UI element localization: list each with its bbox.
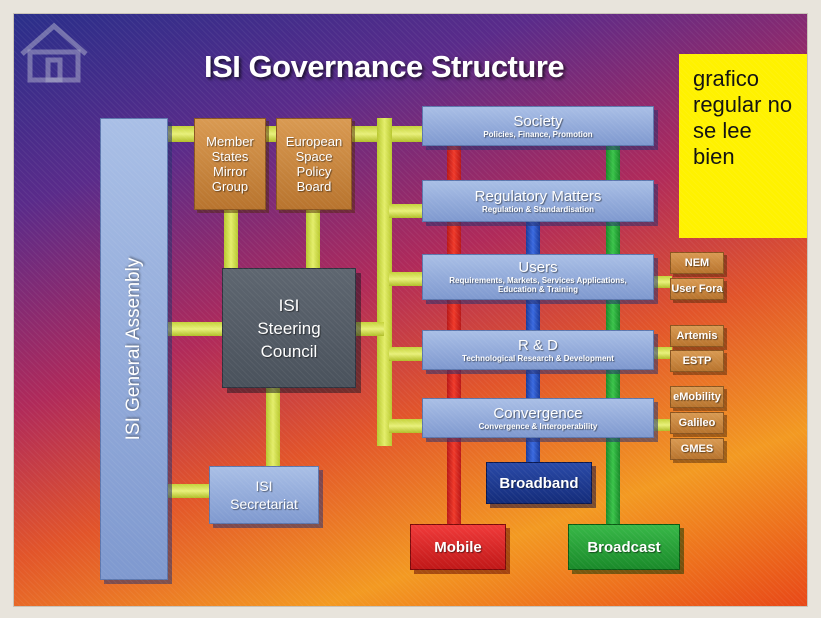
connector-convergence-side <box>654 419 672 431</box>
channel-green-2 <box>606 219 620 255</box>
connector-vertical-main <box>377 118 392 446</box>
broadcast-box: Broadcast <box>568 524 680 570</box>
connector-council-to-secretariat <box>266 386 280 478</box>
channel-red-2 <box>447 219 461 255</box>
pillar-society-title: Society <box>513 112 563 130</box>
general-assembly-label: ISI General Assembly <box>123 257 144 441</box>
connector-to-rd <box>389 347 427 361</box>
pillar-society: Society Policies, Finance, Promotion <box>422 106 654 146</box>
connector-council-to-bus <box>354 322 384 336</box>
side-box-nem: NEM <box>670 252 724 274</box>
pillar-convergence-title: Convergence <box>493 404 583 422</box>
channel-red-3 <box>447 294 461 330</box>
connector-to-convergence <box>389 419 427 433</box>
channel-blue-5 <box>526 434 540 464</box>
steering-council-box: ISI Steering Council <box>222 268 356 388</box>
channel-green-3 <box>606 294 620 330</box>
broadband-box: Broadband <box>486 462 592 504</box>
secretariat-label: ISI Secretariat <box>230 478 298 512</box>
side-box-estp: ESTP <box>670 350 724 372</box>
connector-rd-side <box>654 347 672 359</box>
connector-member-to-council <box>224 210 238 270</box>
steering-council-label: ISI Steering Council <box>257 295 321 361</box>
pillar-regulatory-title: Regulatory Matters <box>474 187 602 205</box>
note-line-1: grafico <box>693 66 760 91</box>
side-box-galileo: Galileo <box>670 412 724 434</box>
member-states-box: Member States Mirror Group <box>194 118 266 210</box>
house-logo-icon <box>20 22 88 83</box>
pillar-convergence-subtitle: Convergence & Interoperability <box>478 421 598 431</box>
connector-to-regulatory <box>389 204 427 218</box>
note-line-3: se lee <box>693 118 752 143</box>
side-box-user-fora: User Fora <box>670 278 724 300</box>
pillar-regulatory: Regulatory Matters Regulation & Standard… <box>422 180 654 222</box>
channel-red-1 <box>447 142 461 180</box>
pillar-rd: R & D Technological Research & Developme… <box>422 330 654 370</box>
pillar-users-title: Users <box>518 259 558 276</box>
channel-red-5 <box>447 434 461 529</box>
note-line-2: regular no <box>693 92 793 117</box>
member-states-label: Member States Mirror Group <box>206 134 254 194</box>
connector-space-to-council <box>306 210 320 270</box>
pillar-regulatory-subtitle: Regulation & Standardisation <box>481 204 594 214</box>
channel-green-5 <box>606 434 620 529</box>
pillar-users-subtitle: Requirements, Markets, Services Applicat… <box>449 276 627 294</box>
secretariat-box: ISI Secretariat <box>209 466 319 524</box>
channel-green-4 <box>606 366 620 398</box>
european-space-label: European Space Policy Board <box>285 134 343 194</box>
pillar-society-subtitle: Policies, Finance, Promotion <box>483 129 593 139</box>
yellow-note: grafico regular no se lee bien <box>679 54 807 238</box>
pillar-users: Users Requirements, Markets, Services Ap… <box>422 254 654 300</box>
channel-green-1 <box>606 142 620 180</box>
connector-to-users <box>389 272 427 286</box>
mobile-box: Mobile <box>410 524 506 570</box>
channel-blue-4 <box>526 366 540 398</box>
connector-users-side <box>654 276 672 288</box>
connector-assembly-to-council <box>164 322 224 336</box>
side-box-artemis: Artemis <box>670 325 724 347</box>
note-line-4: bien <box>693 144 735 169</box>
page-title: ISI Governance Structure <box>204 49 565 84</box>
general-assembly-box: ISI General Assembly <box>100 118 168 580</box>
side-box-gmes: GMES <box>670 438 724 460</box>
european-space-box: European Space Policy Board <box>276 118 352 210</box>
pillar-rd-subtitle: Technological Research & Development <box>462 353 614 363</box>
channel-blue-3 <box>526 294 540 330</box>
connector-assembly-to-secretariat <box>164 484 214 498</box>
channel-blue-2 <box>526 219 540 255</box>
channel-red-4 <box>447 366 461 398</box>
pillar-rd-title: R & D <box>517 336 558 354</box>
slide-canvas: ISI Governance Structure ISI General Ass… <box>14 14 807 606</box>
side-box-emobility: eMobility <box>670 386 724 408</box>
pillar-convergence: Convergence Convergence & Interoperabili… <box>422 398 654 438</box>
